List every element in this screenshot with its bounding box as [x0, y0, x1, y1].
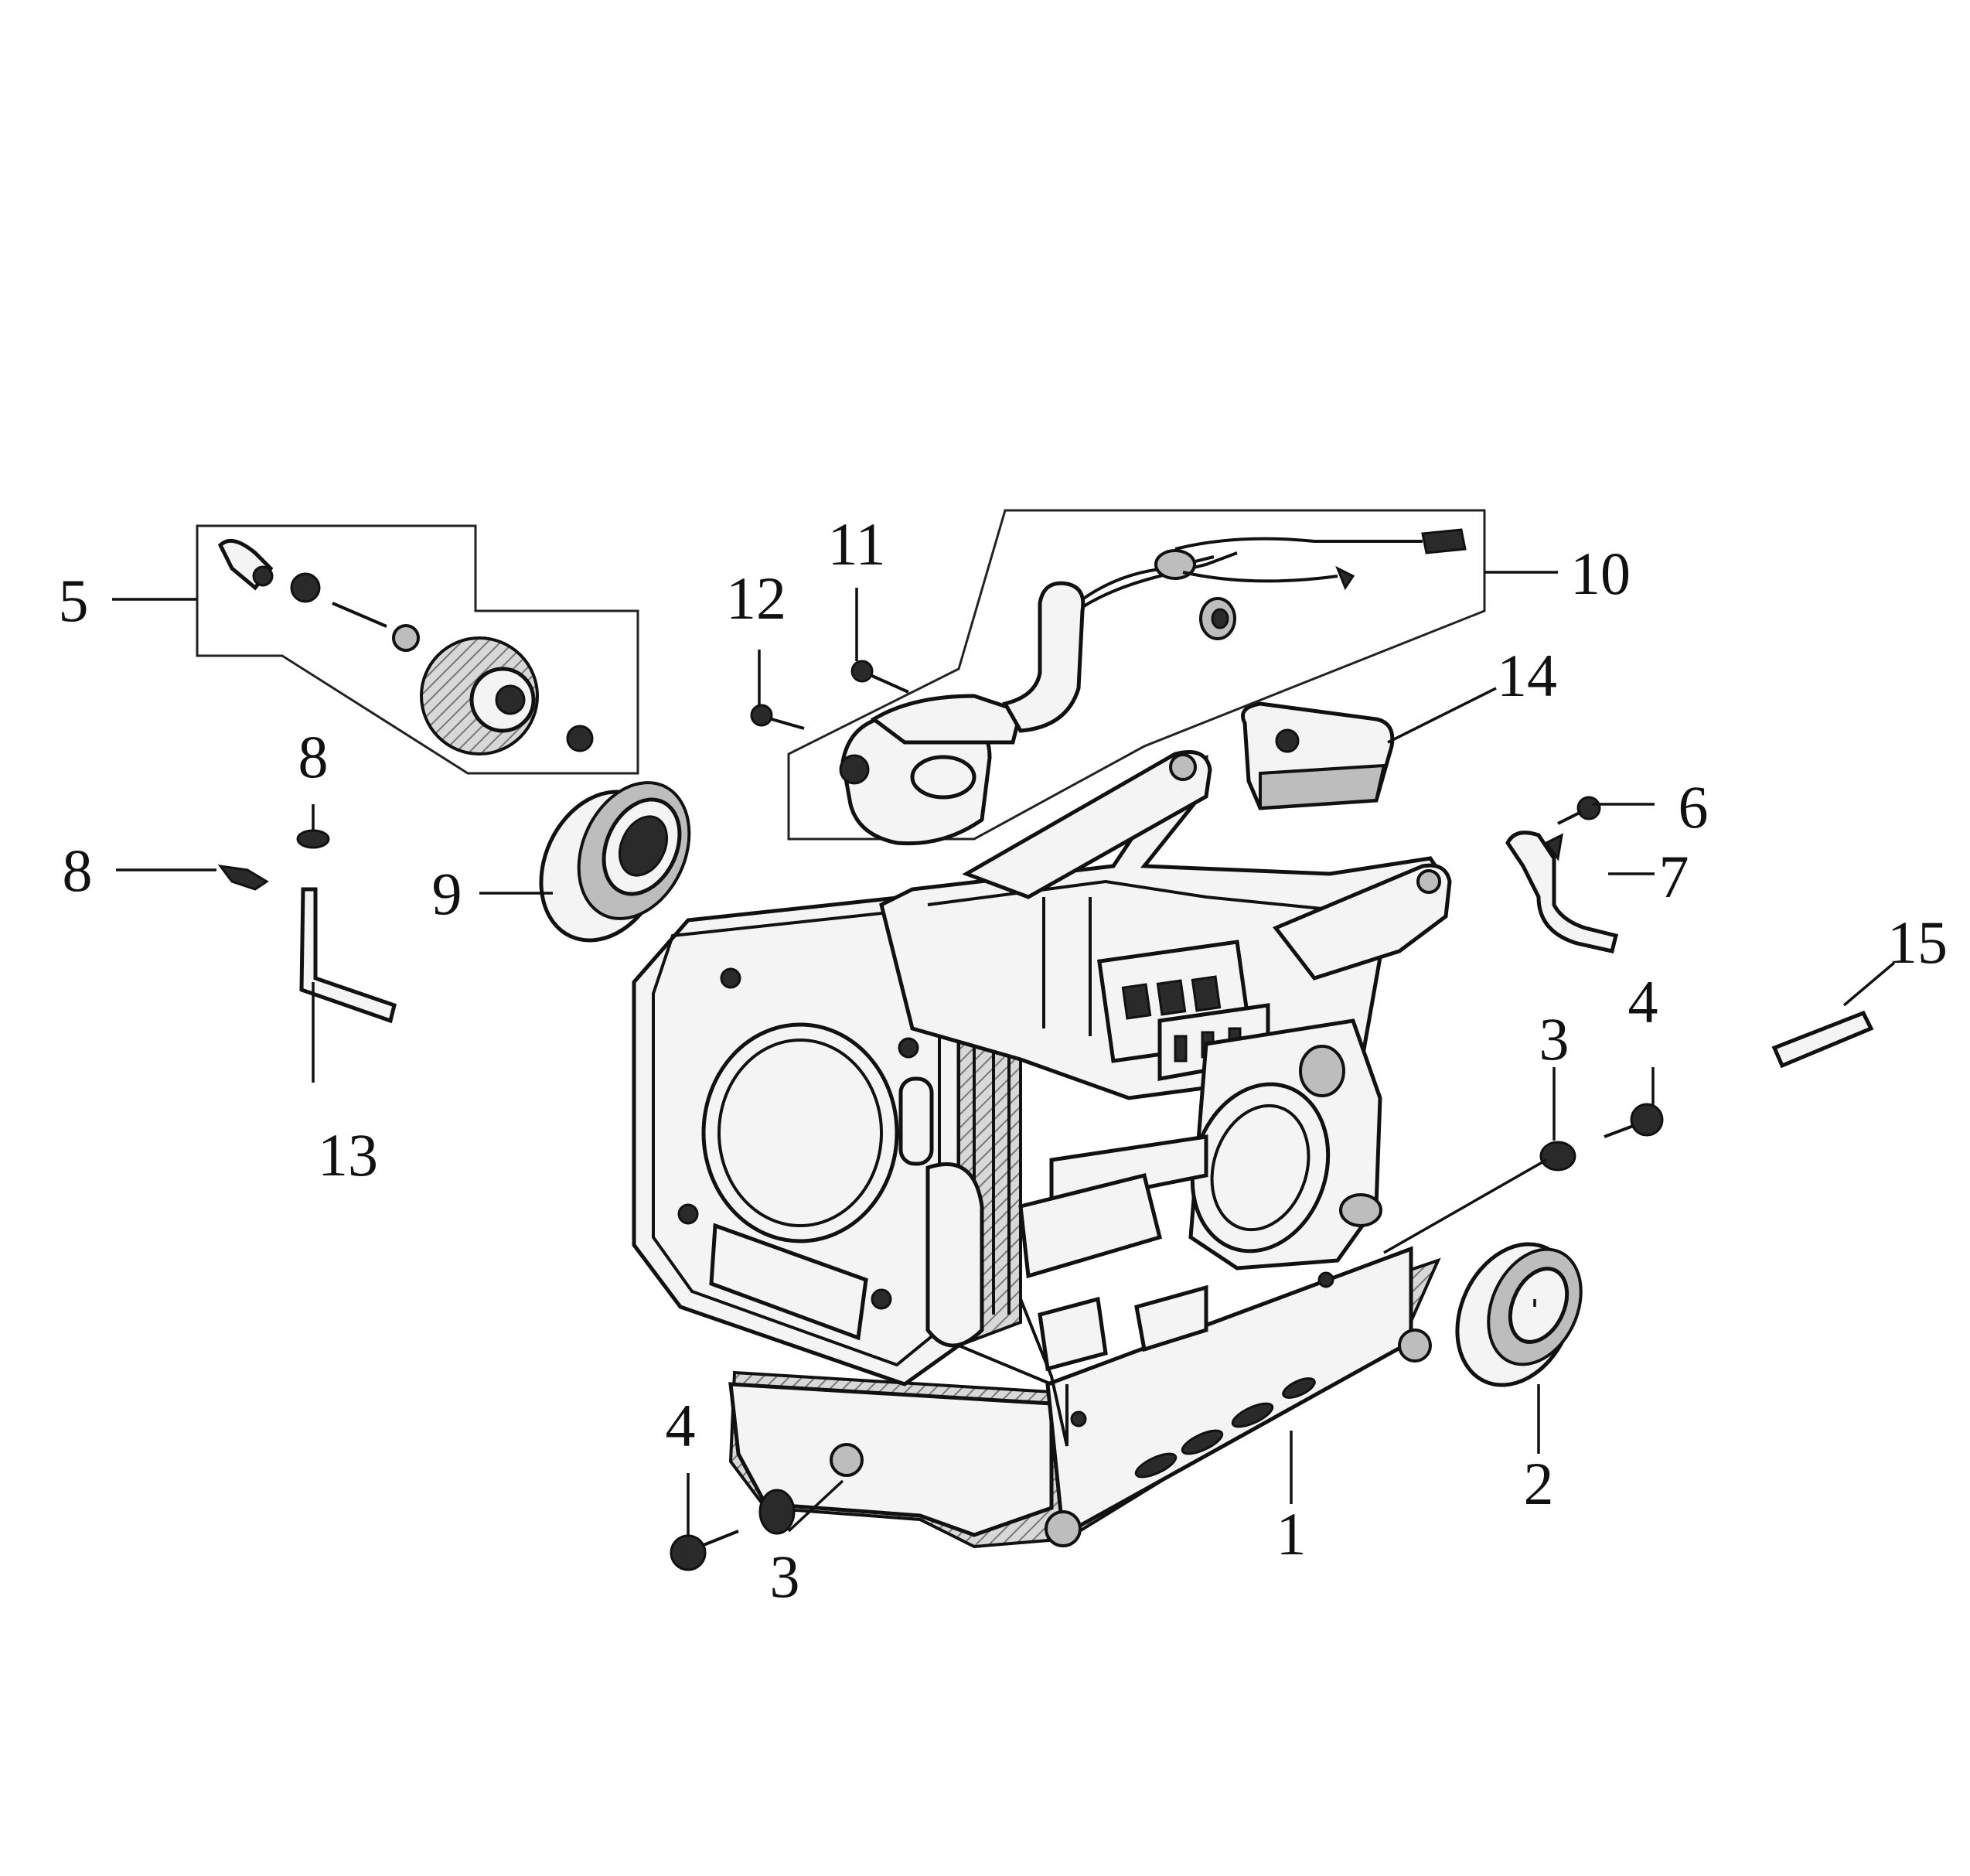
nut-3-left — [758, 1489, 796, 1535]
bolt-6 — [1557, 796, 1601, 825]
crankcase-block — [632, 750, 1452, 1549]
cover-pad — [1241, 701, 1395, 810]
oil-seal — [1455, 1242, 1583, 1387]
rod-13 — [299, 887, 397, 1024]
bolt-4-right — [1604, 1103, 1664, 1138]
bolt-4-left — [670, 1530, 739, 1571]
callout-7: 10 — [1570, 540, 1631, 607]
callout-13: 13 — [318, 1121, 378, 1189]
callout-9: 5 — [59, 567, 89, 634]
callout-15: 15 — [1887, 909, 1948, 976]
callout-3-left: 3 — [770, 1543, 800, 1610]
callout-4-left: 4 — [666, 1392, 696, 1459]
washer-11 — [296, 829, 330, 849]
nut-3-right — [1539, 1141, 1576, 1172]
callout-1: 1 — [1276, 1500, 1307, 1567]
screw-8-upper — [850, 660, 909, 694]
callout-14: 14 — [1497, 642, 1557, 709]
callout-8-lower: 12 — [726, 565, 786, 632]
callout-12: 8 — [63, 837, 93, 904]
callout-11: 8 — [298, 723, 329, 790]
callout-8-upper: 11 — [827, 510, 885, 578]
governor-gear-group — [196, 524, 639, 775]
callout-10: 9 — [432, 860, 462, 927]
screw-8-lower — [750, 704, 805, 730]
leader-lines — [112, 571, 1896, 1535]
ball-bearing — [539, 781, 691, 943]
callout-4-right: 4 — [1628, 968, 1658, 1035]
callout-3-right: 3 — [1539, 1005, 1570, 1073]
callout-labels: 5 10 11 12 14 6 7 8 8 9 13 15 3 4 2 1 4 … — [59, 510, 1948, 1610]
oil-sensor-group — [787, 509, 1486, 846]
clip-12 — [217, 865, 269, 891]
dowel-pin-15 — [1771, 1010, 1874, 1069]
callout-5: 7 — [1659, 843, 1689, 910]
bracket-5 — [1505, 831, 1619, 953]
callout-6: 6 — [1679, 773, 1709, 841]
callout-2: 2 — [1524, 1450, 1554, 1517]
